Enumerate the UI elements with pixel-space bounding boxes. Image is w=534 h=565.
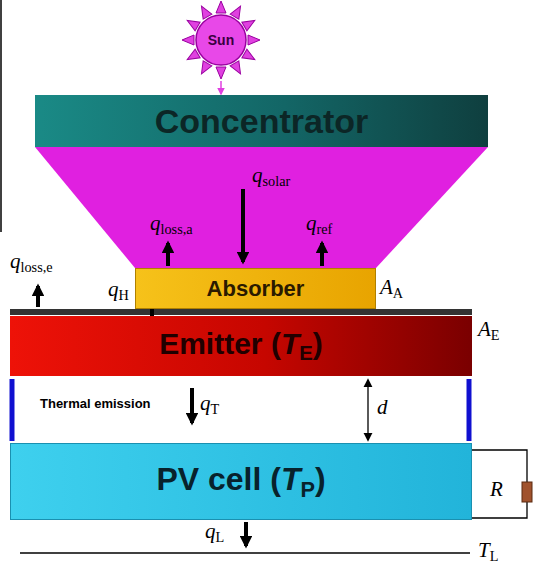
spacer [467,379,472,441]
heat-arrow [244,522,248,546]
flow-label: qsolar [252,164,290,190]
concentrator-box: Concentrator [35,95,488,147]
sun-symbol: Sun [194,13,248,67]
gap-dimension [367,380,368,440]
flow-arrow [220,81,222,94]
flow-label: qH [108,278,129,304]
node-label: Absorber [207,276,305,302]
loss-arrow [166,243,170,266]
reflection-arrow [320,243,324,266]
temperature-label: TL [478,539,498,565]
note-label: Thermal emission [40,397,151,411]
dimension-label: d [377,396,388,419]
spacer [10,379,15,441]
node-label: Sun [208,32,234,48]
flow-label: qT [200,392,219,418]
heat-loss-label: qloss,a [150,212,193,238]
reflection-label: qref [306,212,332,238]
ambient-line [20,552,470,554]
emitter-box: Emitter (TE) [10,316,472,376]
area-label: AA [380,276,403,302]
absorber-box: Absorber [135,268,376,309]
flow-arrow [190,388,194,423]
plate [10,309,472,315]
wire [472,502,527,518]
flow-arrow [241,189,245,262]
heat-loss-label: qloss,e [10,250,53,276]
resistor-symbol [522,482,532,502]
frame-line [0,0,2,232]
pv-cell-box: PV cell (TP) [10,443,472,520]
node-label: Emitter (TE) [159,327,323,365]
heat-flux-label: qL [205,520,224,546]
resistor-label: R [490,478,503,501]
area-label: AE [478,318,500,344]
loss-arrow [36,286,40,307]
node-label: PV cell (TP) [156,461,325,503]
light-cone [35,147,488,268]
node-label: Concentrator [155,102,368,141]
